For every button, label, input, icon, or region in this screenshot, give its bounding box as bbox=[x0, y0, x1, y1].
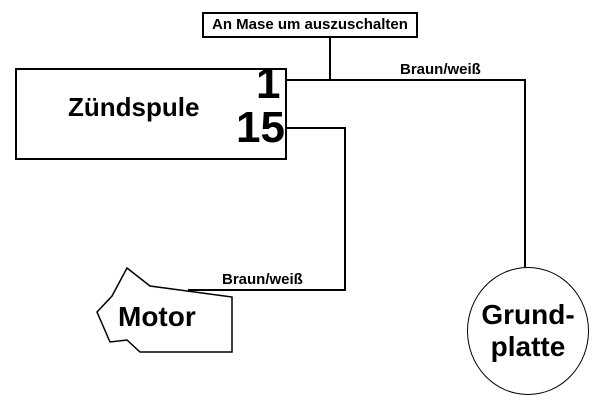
terminal-15-label: 15 bbox=[236, 103, 285, 152]
motor-shape bbox=[96, 266, 233, 353]
ignition-coil-label: Zündspule bbox=[68, 92, 200, 122]
ground-note-box: An Mase um auszuschalten bbox=[202, 12, 418, 38]
ignition-coil-box bbox=[15, 68, 287, 160]
ground-plate-circle: Grund- platte bbox=[467, 267, 589, 395]
wire-color-label-bottom: Braun/weiß bbox=[222, 271, 303, 288]
terminal-1-label: 1 bbox=[256, 59, 281, 108]
ground-plate-label-line1: Grund- bbox=[481, 298, 575, 330]
ground-note-label: An Mase um auszuschalten bbox=[212, 16, 408, 33]
motor-label: Motor bbox=[118, 301, 196, 332]
ground-plate-label-line2: platte bbox=[490, 331, 566, 362]
wire-terminal1-to-groundplate bbox=[284, 79, 526, 267]
wire-color-label-top: Braun/weiß bbox=[400, 61, 481, 78]
wire-terminal15-to-motor bbox=[188, 127, 346, 291]
